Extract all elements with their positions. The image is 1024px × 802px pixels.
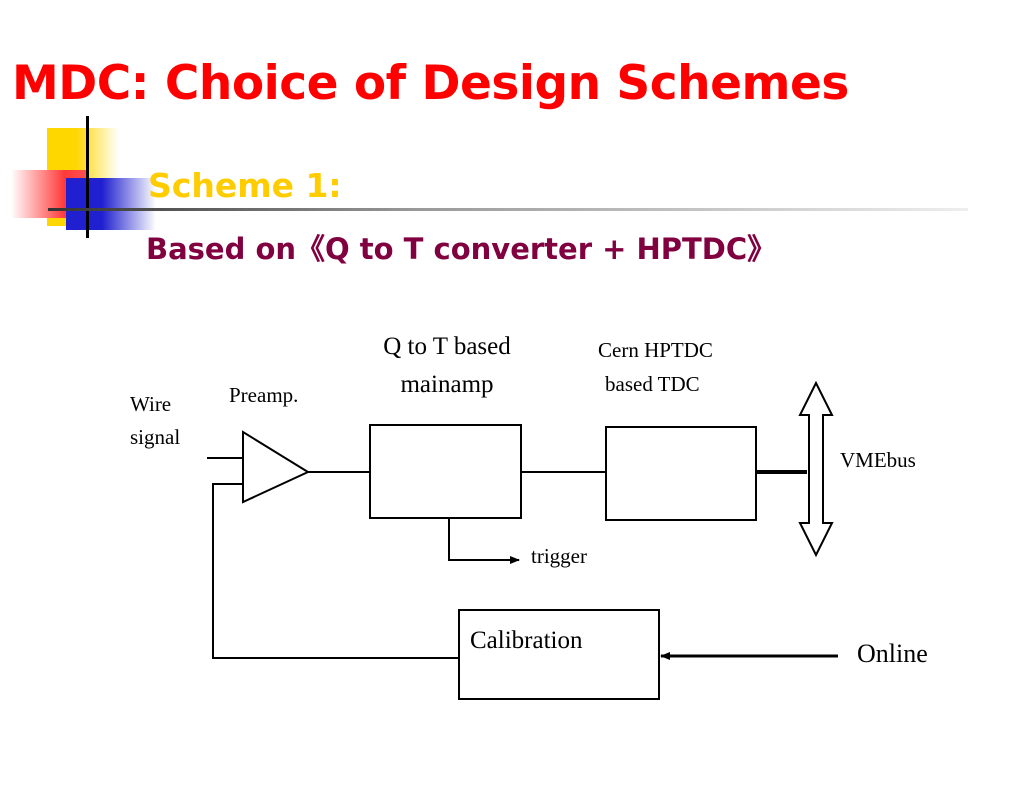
mainamp-box <box>369 424 522 519</box>
decor-vertical-line <box>86 116 89 238</box>
online-label: Online <box>857 639 928 668</box>
tdc-label-line1: Cern HPTDC <box>598 338 713 362</box>
tdc-label-line2: based TDC <box>605 372 700 396</box>
calibration-label: Calibration <box>470 627 583 654</box>
mainamp-label-line1: Q to T based <box>383 333 511 360</box>
tdc-box <box>605 426 757 521</box>
preamp-label: Preamp. <box>229 383 298 407</box>
scheme-description: Based on《Q to T converter + HPTDC》 <box>146 232 777 266</box>
vmebus-double-arrow <box>798 380 834 558</box>
slide-title: MDC: Choice of Design Schemes <box>12 56 849 111</box>
vmebus-label: VMEbus <box>840 448 916 472</box>
trigger-line <box>448 518 520 564</box>
calibration-feedback-line <box>212 483 459 659</box>
trigger-label: trigger <box>531 544 587 568</box>
decor-horizontal-rule <box>48 208 968 211</box>
mainamp-label-line2: mainamp <box>400 371 493 398</box>
decor-blue-square <box>66 178 156 230</box>
calibration-box <box>458 609 660 700</box>
preamp-triangle <box>242 430 311 504</box>
wire-label: Wire <box>130 392 171 416</box>
signal-label: signal <box>130 425 180 449</box>
scheme-subtitle: Scheme 1: <box>148 166 342 205</box>
